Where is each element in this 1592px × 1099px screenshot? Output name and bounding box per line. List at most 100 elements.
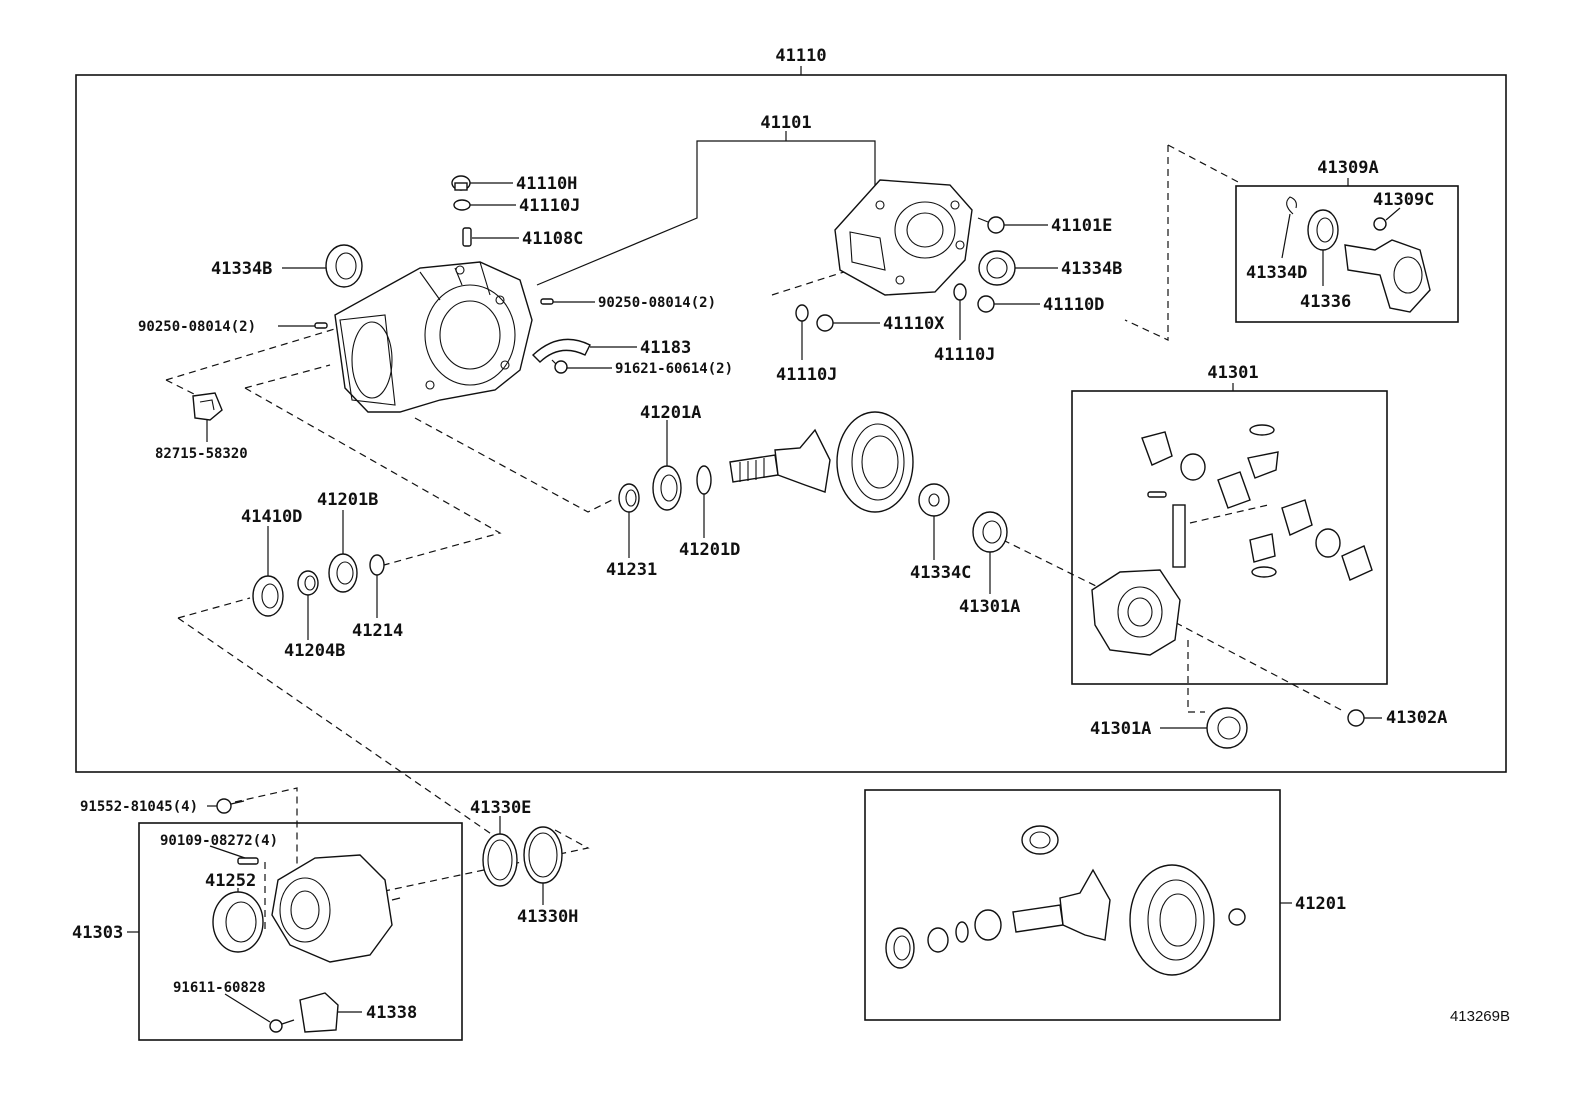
- breather-41108C[interactable]: [462, 227, 472, 247]
- label-91611[interactable]: 91611-60828: [173, 980, 266, 996]
- label-41334C[interactable]: 41334C: [910, 563, 971, 583]
- plug-41110X[interactable]: [816, 314, 834, 332]
- label-41330H[interactable]: 41330H: [517, 907, 578, 927]
- flange-housing[interactable]: [271, 854, 401, 963]
- label-41201A[interactable]: 41201A: [640, 403, 701, 423]
- washer-41214[interactable]: [369, 554, 385, 576]
- label-41309C[interactable]: 41309C: [1373, 190, 1434, 210]
- label-41201D[interactable]: 41201D: [679, 540, 740, 560]
- bolt-91611[interactable]: [269, 1019, 295, 1033]
- carrier-cover[interactable]: [834, 179, 973, 296]
- bracket-82715[interactable]: [192, 392, 223, 421]
- bolt-41101E[interactable]: [977, 216, 1005, 234]
- bearing-41301A-mid[interactable]: [972, 511, 1008, 553]
- label-41334B-left[interactable]: 41334B: [211, 259, 272, 279]
- side-gear-upper[interactable]: [1141, 431, 1173, 466]
- bracket-41338[interactable]: [299, 992, 339, 1033]
- label-41110J-left[interactable]: 41110J: [776, 365, 837, 385]
- label-41301A-mid[interactable]: 41301A: [959, 597, 1020, 617]
- label-41110D[interactable]: 41110D: [1043, 295, 1104, 315]
- label-41334D[interactable]: 41334D: [1246, 263, 1307, 283]
- washer-41201D[interactable]: [696, 465, 712, 495]
- oil-seal-41334B-right[interactable]: [978, 250, 1016, 286]
- pinion-gear-lower[interactable]: [1249, 533, 1276, 563]
- thrust-washer-upper[interactable]: [1180, 453, 1206, 481]
- kit-spacer[interactable]: [927, 927, 949, 953]
- gasket-41110J-right[interactable]: [953, 283, 967, 301]
- label-41330E[interactable]: 41330E: [470, 798, 531, 818]
- label-41108C[interactable]: 41108C: [522, 229, 583, 249]
- kit-pinion-gear[interactable]: [1012, 868, 1111, 941]
- snap-ring-41334D[interactable]: [1286, 196, 1297, 215]
- label-41110J-top[interactable]: 41110J: [519, 196, 580, 216]
- oil-seal-41336[interactable]: [1307, 209, 1339, 251]
- label-41334B-right[interactable]: 41334B: [1061, 259, 1122, 279]
- bearing-41201B[interactable]: [328, 553, 358, 593]
- lock-pin[interactable]: [1147, 491, 1167, 498]
- label-41183[interactable]: 41183: [640, 338, 691, 358]
- label-41214[interactable]: 41214: [352, 621, 403, 641]
- carrier-housing[interactable]: [334, 261, 533, 413]
- bolt-41302A[interactable]: [1347, 709, 1365, 727]
- gasket-41110J-left[interactable]: [795, 304, 809, 322]
- group-label-41301[interactable]: 41301: [1207, 363, 1258, 383]
- label-90109[interactable]: 90109-08272(4): [160, 833, 278, 849]
- group-label-41101[interactable]: 41101: [760, 113, 811, 133]
- label-91621[interactable]: 91621-60614(2): [615, 361, 733, 377]
- shaft-41309C[interactable]: [1344, 217, 1431, 313]
- side-gear-lower[interactable]: [1281, 499, 1313, 536]
- stud-90109[interactable]: [237, 857, 259, 865]
- group-label-41309A[interactable]: 41309A: [1317, 158, 1378, 178]
- bracket-41183[interactable]: [531, 338, 591, 363]
- group-label-41303[interactable]: 41303: [72, 923, 123, 943]
- pinion-gear-upper[interactable]: [1247, 451, 1279, 479]
- label-90250-left[interactable]: 90250-08014(2): [138, 319, 256, 335]
- kit-oil-seal-top[interactable]: [1021, 825, 1059, 855]
- kit-bearing[interactable]: [974, 909, 1002, 941]
- pin-90250-right[interactable]: [540, 298, 554, 305]
- group-label-41110[interactable]: 41110: [775, 46, 826, 66]
- differential-case-body[interactable]: [1091, 569, 1181, 656]
- kit-washer[interactable]: [955, 921, 969, 943]
- kit-ring-gear[interactable]: [1129, 864, 1215, 976]
- label-41110X[interactable]: 41110X: [883, 314, 945, 334]
- kit-bolt[interactable]: [1228, 908, 1246, 926]
- label-90250-right[interactable]: 90250-08014(2): [598, 295, 716, 311]
- side-gear-lower-right[interactable]: [1341, 545, 1373, 581]
- gasket-41110J-top[interactable]: [453, 199, 471, 211]
- label-41110H[interactable]: 41110H: [516, 174, 577, 194]
- side-gear-mid[interactable]: [1217, 471, 1251, 509]
- label-41410D[interactable]: 41410D: [241, 507, 302, 527]
- label-91552[interactable]: 91552-81045(4): [80, 799, 198, 815]
- label-41338[interactable]: 41338: [366, 1003, 417, 1023]
- spacer-41204B[interactable]: [297, 570, 319, 596]
- drain-plug-41110H[interactable]: [451, 175, 471, 191]
- plug-41110D[interactable]: [977, 295, 995, 313]
- oil-seal-41252[interactable]: [212, 891, 264, 953]
- pinion-washer-upper[interactable]: [1249, 424, 1275, 436]
- label-82715[interactable]: 82715-58320: [155, 446, 248, 462]
- kit-oil-seal[interactable]: [885, 927, 915, 969]
- group-label-41201[interactable]: 41201: [1295, 894, 1346, 914]
- label-41302A[interactable]: 41302A: [1386, 708, 1447, 728]
- shim-41334C[interactable]: [918, 483, 950, 517]
- oil-seal-41334B-left[interactable]: [325, 244, 363, 288]
- seal-41330E[interactable]: [482, 833, 518, 887]
- pinion-washer-lower[interactable]: [1251, 566, 1277, 578]
- thrust-washer-lower[interactable]: [1315, 528, 1341, 558]
- oil-seal-41410D[interactable]: [252, 575, 284, 617]
- bearing-41201A[interactable]: [652, 465, 682, 511]
- label-41336[interactable]: 41336: [1300, 292, 1351, 312]
- label-41201B[interactable]: 41201B: [317, 490, 378, 510]
- bearing-41301A-low[interactable]: [1206, 707, 1248, 749]
- bolt-91621[interactable]: [551, 359, 568, 374]
- label-41204B[interactable]: 41204B: [284, 641, 345, 661]
- spacer-41231[interactable]: [618, 483, 640, 513]
- pin-90250-left[interactable]: [314, 322, 328, 329]
- label-41101E[interactable]: 41101E: [1051, 216, 1112, 236]
- label-41110J-right[interactable]: 41110J: [934, 345, 995, 365]
- label-41252[interactable]: 41252: [205, 871, 256, 891]
- label-41301A-low[interactable]: 41301A: [1090, 719, 1151, 739]
- ring-gear[interactable]: [836, 411, 914, 513]
- seal-41330H[interactable]: [523, 826, 563, 884]
